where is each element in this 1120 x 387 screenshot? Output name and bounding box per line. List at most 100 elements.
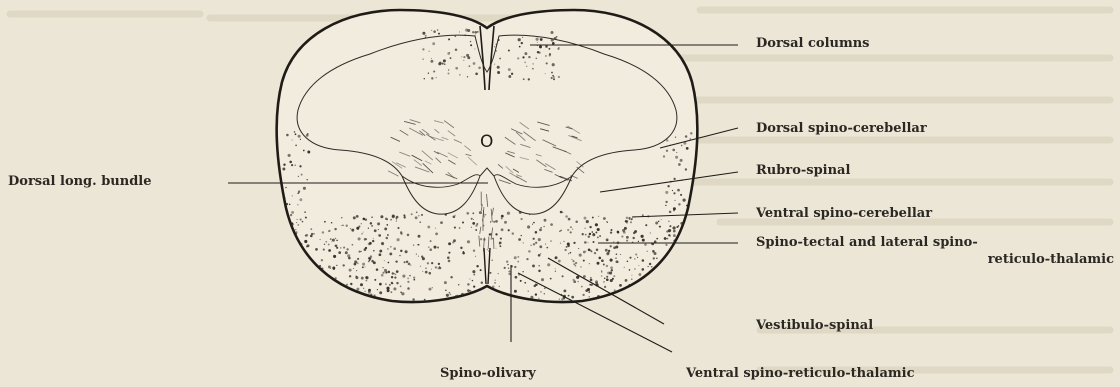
stipple-dot — [533, 63, 534, 64]
stipple-dot — [532, 224, 533, 225]
stipple-dot — [421, 214, 423, 216]
cord-outline — [277, 10, 698, 302]
stipple-dot — [378, 234, 381, 237]
stipple-dot — [606, 276, 608, 278]
stipple-dot — [575, 262, 577, 264]
stipple-dot — [450, 294, 452, 296]
stipple-dot — [682, 248, 683, 249]
stipple-dot — [655, 222, 658, 225]
stipple-dot — [672, 271, 673, 272]
stipple-dot — [328, 265, 331, 268]
stipple-dot — [315, 248, 318, 251]
stipple-dot — [343, 247, 345, 249]
stipple-dot — [341, 225, 342, 226]
stipple-dot — [656, 283, 658, 285]
stipple-dot — [319, 265, 321, 267]
stipple-dot — [389, 252, 392, 255]
stipple-dot — [378, 229, 379, 230]
stipple-dot — [530, 296, 533, 299]
stipple-dot — [681, 145, 683, 147]
stipple-dot — [552, 63, 555, 66]
stipple-dot — [428, 72, 429, 73]
stipple-dot — [459, 31, 460, 32]
stipple-dot — [495, 233, 497, 235]
stipple-dot — [497, 66, 500, 69]
stipple-dot — [335, 238, 336, 239]
stipple-dot — [360, 283, 363, 286]
stipple-dot — [324, 244, 325, 245]
stipple-dot — [351, 229, 354, 232]
stipple-dot — [537, 51, 539, 53]
stipple-dot — [346, 284, 348, 286]
stipple-dot — [332, 267, 335, 270]
stipple-dot — [619, 284, 622, 287]
stipple-dot — [575, 265, 577, 267]
stipple-dot — [631, 275, 632, 276]
stipple-dot — [553, 76, 555, 78]
stipple-dot — [673, 230, 676, 233]
stipple-dot — [281, 225, 283, 227]
stipple-dot — [300, 218, 302, 220]
stipple-dot — [450, 276, 452, 278]
stipple-dot — [546, 62, 548, 64]
stipple-dot — [388, 262, 389, 263]
stipple-dot — [289, 244, 291, 246]
stipple-dot — [284, 197, 285, 198]
stipple-dot — [504, 221, 507, 224]
stipple-dot — [607, 272, 610, 275]
stipple-dot — [337, 298, 339, 300]
stipple-dot — [403, 214, 405, 216]
stipple-dot — [514, 256, 517, 259]
stipple-dot — [666, 139, 668, 141]
stipple-dot — [363, 288, 364, 289]
stipple-dot — [498, 273, 499, 274]
stipple-dot — [638, 288, 640, 290]
stipple-dot — [352, 244, 354, 246]
stipple-dot — [675, 137, 676, 138]
stipple-dot — [473, 274, 475, 276]
stipple-dot — [432, 42, 435, 45]
stipple-dot — [619, 296, 621, 298]
stipple-dot — [491, 259, 493, 261]
stipple-dot — [617, 261, 619, 263]
stipple-dot — [393, 247, 396, 250]
stipple-dot — [430, 240, 432, 242]
stipple-dot — [520, 280, 522, 282]
stipple-dot — [649, 263, 651, 265]
stipple-dot — [539, 228, 542, 231]
stipple-dot — [481, 282, 483, 284]
stipple-dot — [544, 219, 547, 222]
stipple-dot — [567, 229, 569, 231]
stipple-dot — [356, 276, 357, 277]
stipple-dot — [673, 226, 676, 229]
stipple-dot — [534, 285, 537, 288]
stipple-dot — [524, 282, 526, 284]
stipple-dot — [552, 75, 554, 77]
stipple-dot — [320, 239, 321, 240]
stipple-dot — [592, 217, 594, 219]
stipple-dot — [379, 291, 382, 294]
stipple-dot — [672, 190, 673, 191]
stipple-dot — [481, 298, 484, 301]
stipple-dot — [598, 216, 599, 217]
stipple-dot — [328, 249, 331, 252]
stipple-dot — [410, 265, 411, 266]
stipple-dot — [415, 216, 418, 219]
stipple-dot — [527, 225, 530, 228]
stipple-dot — [479, 211, 482, 214]
stipple-dot — [572, 260, 574, 262]
stipple-dot — [448, 252, 450, 254]
stipple-dot — [292, 249, 293, 250]
stipple-dot — [480, 269, 482, 271]
stipple-dot — [291, 249, 292, 250]
stipple-dot — [507, 212, 510, 215]
stipple-dot — [500, 245, 502, 247]
stipple-dot — [471, 227, 472, 228]
stipple-dot — [307, 296, 308, 297]
stipple-dot — [590, 250, 592, 252]
stipple-dot — [571, 259, 572, 260]
stipple-dot — [668, 221, 669, 222]
stipple-dot — [685, 246, 686, 247]
stipple-dot — [533, 222, 535, 224]
stipple-dot — [671, 273, 674, 276]
